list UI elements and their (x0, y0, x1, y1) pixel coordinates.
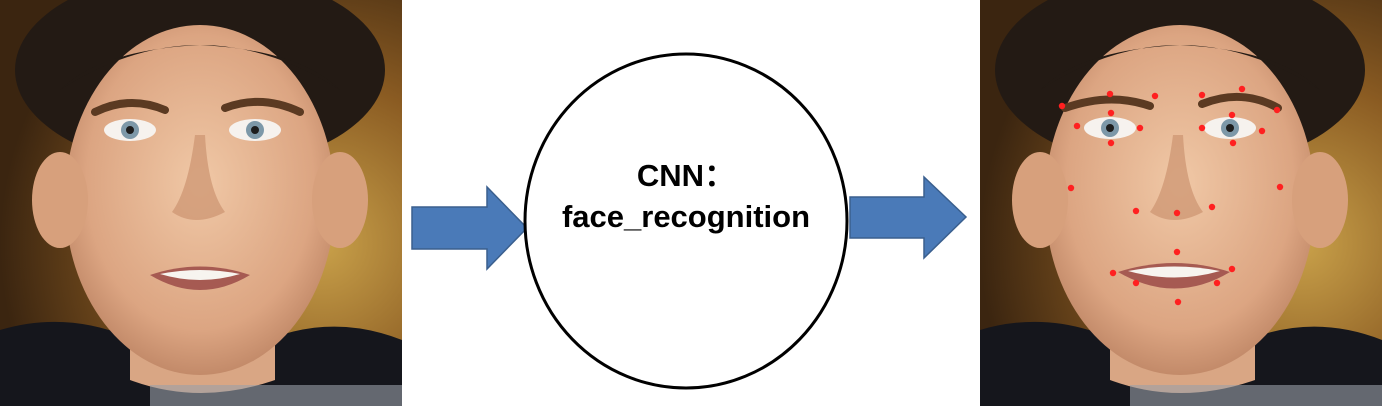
landmark-dot-17 (1132, 207, 1140, 215)
landmark-dot-16 (1276, 183, 1284, 191)
landmark-points (1058, 85, 1284, 306)
input-arrow-icon (411, 185, 529, 271)
input-face-image (0, 0, 402, 406)
output-face-image (980, 0, 1382, 406)
landmark-dot-10 (1107, 139, 1115, 147)
landmark-dot-18 (1173, 209, 1181, 217)
face-photo-icon (0, 0, 402, 406)
landmark-dot-23 (1132, 279, 1140, 287)
landmark-dot-21 (1109, 269, 1117, 277)
landmark-dot-13 (1258, 127, 1266, 135)
landmark-dot-15 (1067, 184, 1075, 192)
landmark-dot-7 (1073, 122, 1081, 130)
model-node-circle (523, 52, 849, 390)
landmark-dot-25 (1174, 298, 1182, 306)
landmark-dot-1 (1058, 102, 1066, 110)
landmark-dot-8 (1107, 109, 1115, 117)
landmark-dot-2 (1106, 90, 1114, 98)
landmark-dot-11 (1198, 124, 1206, 132)
landmark-dot-9 (1136, 124, 1144, 132)
face-landmarks-photo-icon (980, 0, 1382, 406)
landmark-dot-22 (1228, 265, 1236, 273)
landmark-dot-6 (1273, 106, 1281, 114)
model-node-subtitle: face_recognition (561, 199, 811, 234)
landmark-dot-4 (1198, 91, 1206, 99)
landmark-dot-24 (1213, 279, 1221, 287)
landmark-dot-12 (1228, 111, 1236, 119)
output-arrow-icon (849, 175, 968, 260)
landmark-dot-3 (1151, 92, 1159, 100)
model-node-title: CNN： (636, 158, 736, 193)
landmark-dot-5 (1238, 85, 1246, 93)
landmark-dot-20 (1173, 248, 1181, 256)
landmark-dot-14 (1229, 139, 1237, 147)
landmark-dot-19 (1208, 203, 1216, 211)
